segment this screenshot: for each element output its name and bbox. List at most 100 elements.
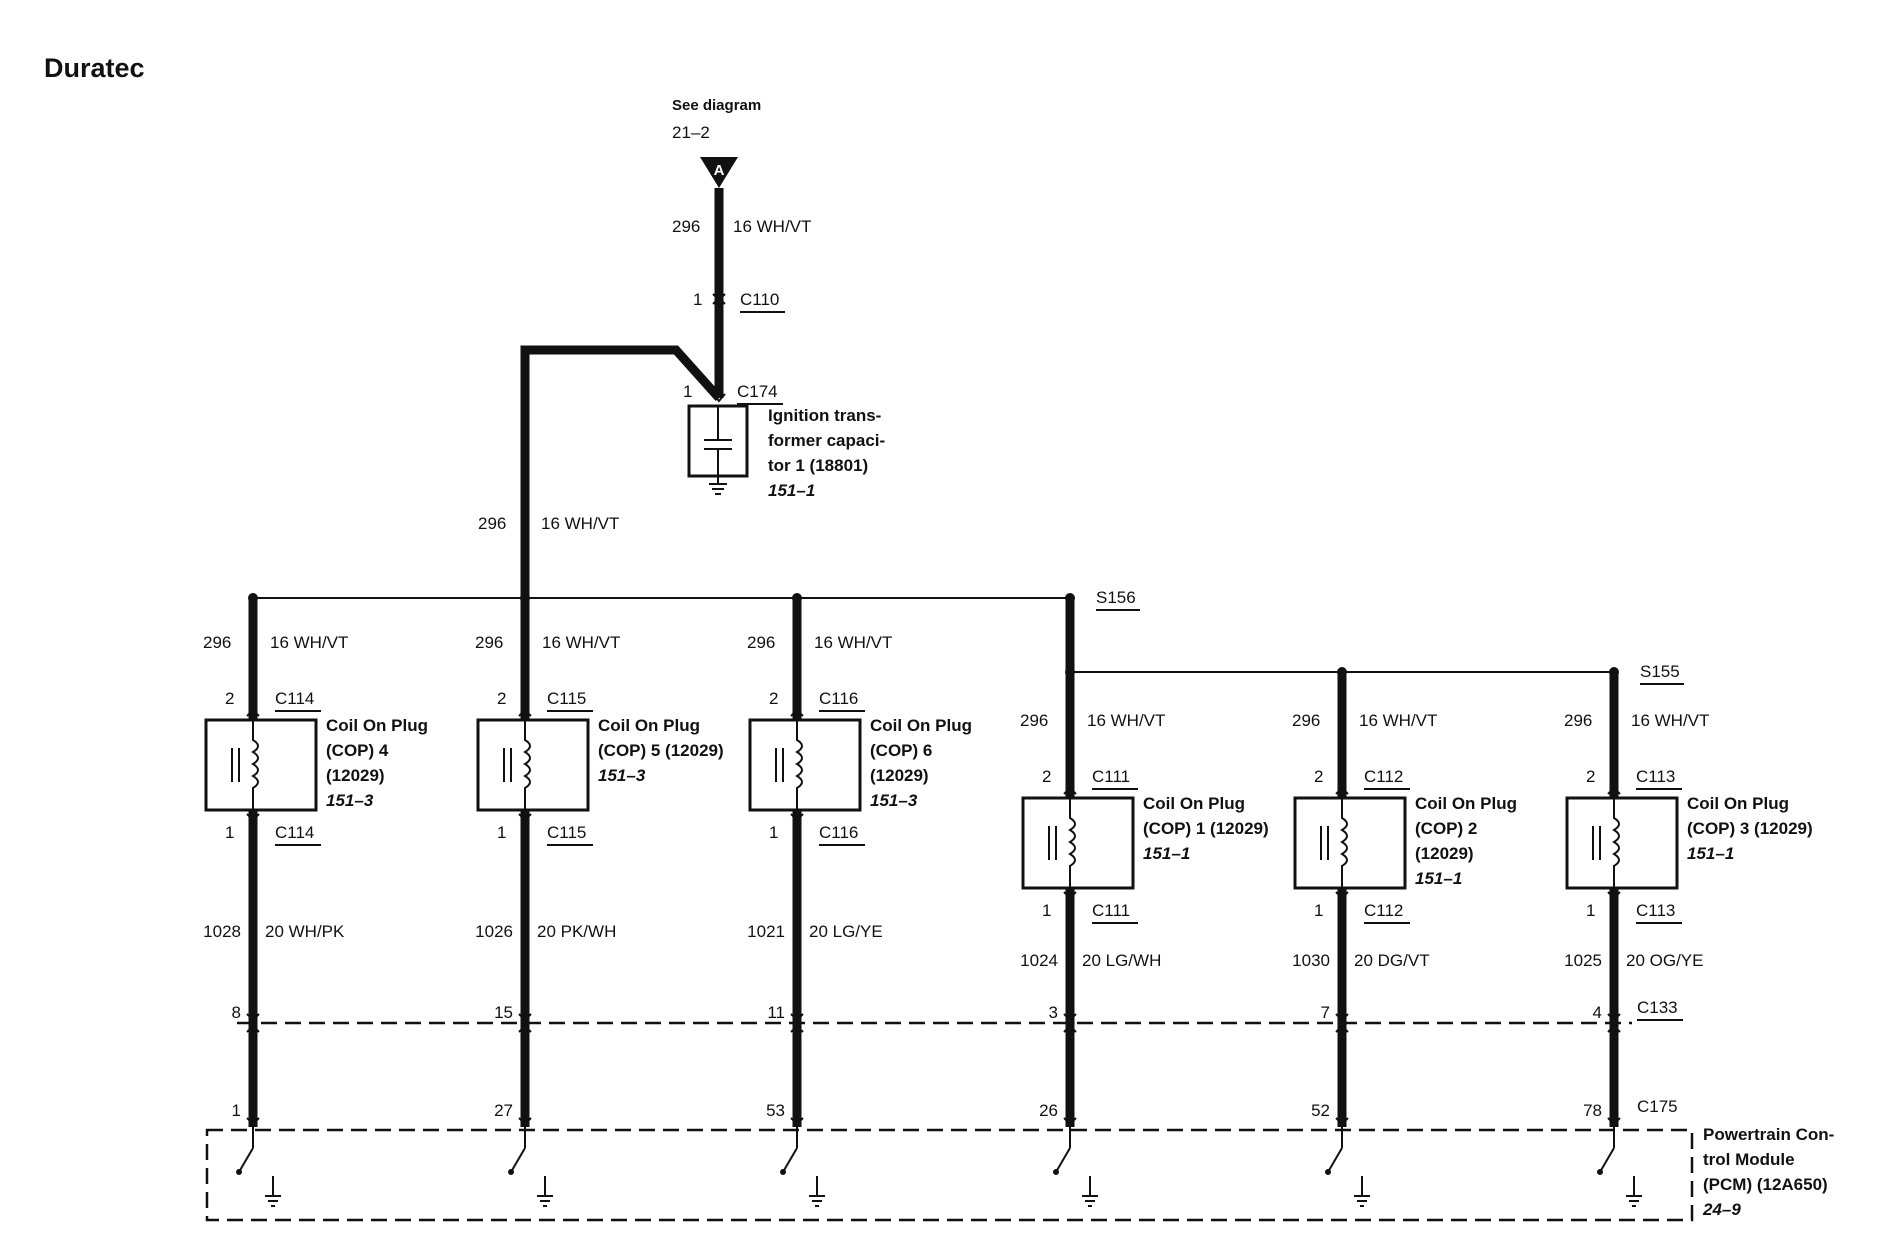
connector-pin: 1 xyxy=(1586,901,1595,920)
connector-mark xyxy=(1607,1117,1621,1126)
circuit-number: 296 xyxy=(475,633,503,652)
c174-label: C174 xyxy=(737,382,778,401)
c175-pin: 27 xyxy=(494,1101,513,1120)
c175-pin: 26 xyxy=(1039,1101,1058,1120)
c175-pin: 1 xyxy=(232,1101,241,1120)
connector-mark xyxy=(1063,891,1077,900)
coil-name: (COP) 1 (12029) xyxy=(1143,819,1269,838)
connector-mark xyxy=(1063,1117,1077,1126)
wire-color-label: 20 LG/WH xyxy=(1082,951,1161,970)
connector-pin: 2 xyxy=(225,689,234,708)
connector-mark xyxy=(1607,891,1621,900)
connector-label: C112 xyxy=(1364,901,1403,920)
connector-label: C113 xyxy=(1636,767,1675,786)
connector-pin: 2 xyxy=(497,689,506,708)
switch-blade xyxy=(1599,1147,1615,1173)
connector-mark xyxy=(1335,1024,1349,1033)
wire-color-label: 16 WH/VT xyxy=(733,217,811,236)
connector-mark xyxy=(1607,1024,1621,1033)
pcm-box xyxy=(205,1128,1694,1222)
pcm-name: Powertrain Con- xyxy=(1703,1125,1834,1144)
coil-name: (COP) 2 xyxy=(1415,819,1477,838)
connector-label: C115 xyxy=(547,823,586,842)
connector-mark xyxy=(246,1013,260,1022)
coil-name: Coil On Plug xyxy=(326,716,428,735)
connector-mark xyxy=(790,1013,804,1022)
connector-label: C116 xyxy=(819,823,858,842)
circuit-number: 1021 xyxy=(747,922,785,941)
switch-contact xyxy=(1053,1169,1059,1175)
connector-a-letter: A xyxy=(714,162,725,179)
circuit-number: 1024 xyxy=(1020,951,1058,970)
c110-pin: 1 xyxy=(693,290,702,309)
connector-label: C114 xyxy=(275,823,314,842)
coil-box xyxy=(1293,796,1407,890)
connector-pin: 1 xyxy=(225,823,234,842)
circuit-number: 296 xyxy=(203,633,231,652)
c133-pin: 3 xyxy=(1049,1003,1058,1022)
switch-contact xyxy=(236,1169,242,1175)
c110-label: C110 xyxy=(740,290,779,309)
coil-ref: 151–1 xyxy=(1415,869,1462,888)
connector-mark xyxy=(518,708,532,717)
connector-mark xyxy=(1063,786,1077,795)
c175-label: C175 xyxy=(1637,1097,1678,1116)
wire-color-label: 20 PK/WH xyxy=(537,922,616,941)
switch-blade xyxy=(510,1147,526,1173)
connector-mark xyxy=(790,708,804,717)
see-diagram-ref: 21–2 xyxy=(672,123,710,142)
c175-pin: 78 xyxy=(1583,1101,1602,1120)
pcm-name: trol Module xyxy=(1703,1150,1795,1169)
connector-pin: 2 xyxy=(769,689,778,708)
wire-color-label: 16 WH/VT xyxy=(542,633,620,652)
switch-blade xyxy=(782,1147,798,1173)
coil-ref: 151–3 xyxy=(598,766,646,785)
connector-mark xyxy=(518,1117,532,1126)
switch-contact xyxy=(1325,1169,1331,1175)
connector-mark xyxy=(246,708,260,717)
s155-label: S155 xyxy=(1640,662,1680,681)
connector-label: C114 xyxy=(275,689,314,708)
circuit-number: 296 xyxy=(1564,711,1592,730)
coil-winding xyxy=(523,720,531,810)
connector-pin: 1 xyxy=(1042,901,1051,920)
c175-pin: 53 xyxy=(766,1101,785,1120)
connector-pin: 2 xyxy=(1042,767,1051,786)
coil-ref: 151–3 xyxy=(870,791,918,810)
coil-name: Coil On Plug xyxy=(598,716,700,735)
connector-mark xyxy=(518,813,532,822)
coil-ref: 151–3 xyxy=(326,791,374,810)
c110-connector-mark xyxy=(712,293,726,302)
coil-box xyxy=(1021,796,1135,890)
capacitor-name: former capaci- xyxy=(768,431,885,450)
connector-mark xyxy=(1063,1013,1077,1022)
wire-color-label: 16 WH/VT xyxy=(814,633,892,652)
circuit-number: 296 xyxy=(1292,711,1320,730)
capacitor-name: tor 1 (18801) xyxy=(768,456,868,475)
coil-name: Coil On Plug xyxy=(1687,794,1789,813)
connector-label: C111 xyxy=(1092,767,1130,786)
c175-pin: 52 xyxy=(1311,1101,1330,1120)
coil-name: (COP) 4 xyxy=(326,741,389,760)
coil-winding xyxy=(1340,798,1348,888)
coil-box xyxy=(476,718,590,812)
circuit-number: 296 xyxy=(672,217,700,236)
coil-name: Coil On Plug xyxy=(1143,794,1245,813)
c133-pin: 8 xyxy=(232,1003,241,1022)
circuit-number: 296 xyxy=(1020,711,1048,730)
connector-pin: 2 xyxy=(1586,767,1595,786)
coil-winding xyxy=(1068,798,1076,888)
pcm-ref: 24–9 xyxy=(1702,1200,1741,1219)
connector-pin: 1 xyxy=(769,823,778,842)
s156-label: S156 xyxy=(1096,588,1136,607)
c174-pin: 1 xyxy=(683,382,692,401)
connector-mark xyxy=(518,1024,532,1033)
connector-mark xyxy=(1335,1013,1349,1022)
connector-a-marker xyxy=(700,157,738,188)
connector-mark xyxy=(1335,1117,1349,1126)
coil-box xyxy=(204,718,318,812)
wire-color-label: 16 WH/VT xyxy=(1087,711,1165,730)
wire-color-label: 20 DG/VT xyxy=(1354,951,1430,970)
switch-blade xyxy=(1327,1147,1343,1173)
